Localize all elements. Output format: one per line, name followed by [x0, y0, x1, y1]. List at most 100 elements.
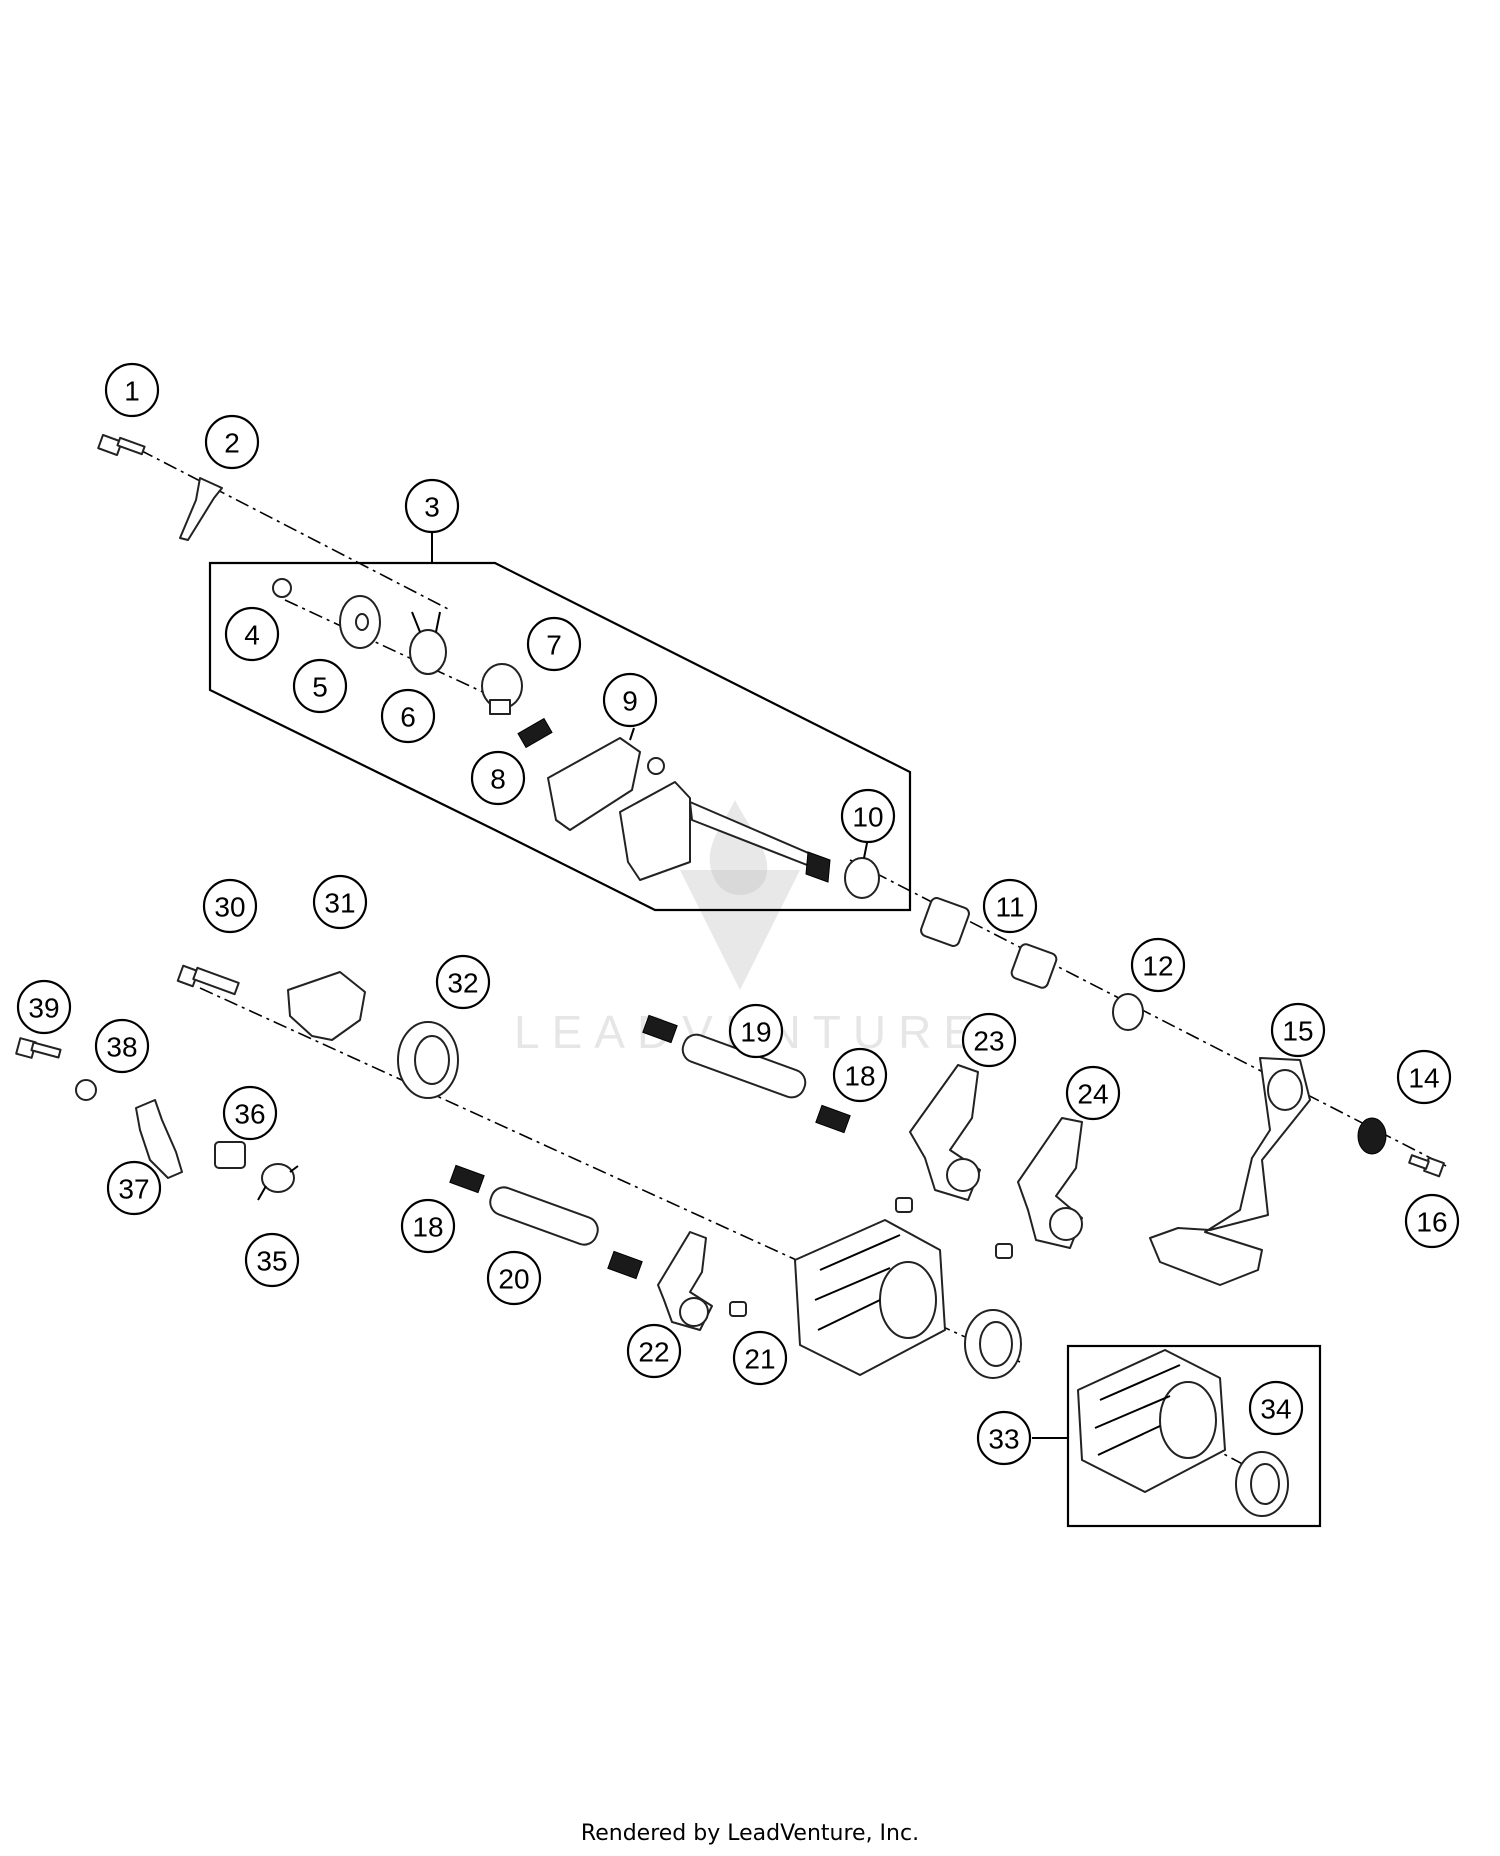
callout-15[interactable]: 15 [1270, 1002, 1326, 1058]
callout-number: 4 [244, 620, 260, 651]
callout-circle [404, 478, 460, 534]
callout-circle [961, 1012, 1017, 1068]
callout-number: 3 [424, 492, 440, 523]
spring-19a-part [642, 1014, 678, 1044]
callout-circle [732, 1330, 788, 1386]
callout-circle [1130, 937, 1186, 993]
callout-5[interactable]: 5 [292, 658, 348, 714]
callout-number: 24 [1077, 1079, 1108, 1110]
callout-8[interactable]: 8 [470, 750, 526, 806]
callout-24[interactable]: 24 [1065, 1065, 1121, 1121]
shift-fork-23-part [909, 1064, 981, 1201]
callout-circle [1404, 1193, 1460, 1249]
callout-number: 14 [1408, 1063, 1439, 1094]
callout-circle [486, 1250, 542, 1306]
callout-circle [1270, 1002, 1326, 1058]
callout-circle [1065, 1065, 1121, 1121]
callout-number: 16 [1416, 1207, 1447, 1238]
washer-38-part [75, 1079, 97, 1101]
callout-circle [224, 606, 280, 662]
callout-circle [728, 1003, 784, 1059]
washer-15-part [1357, 1117, 1387, 1155]
callout-18[interactable]: 18 [832, 1047, 888, 1103]
callout-23[interactable]: 23 [961, 1012, 1017, 1068]
callout-number: 39 [28, 993, 59, 1024]
callout-number: 15 [1282, 1016, 1313, 1047]
callout-37[interactable]: 37 [106, 1160, 162, 1216]
callout-circle [982, 878, 1038, 934]
circlip-4-part [272, 578, 292, 598]
shift-plate-16-part [547, 737, 641, 831]
assembly-box-3 [208, 561, 912, 912]
callout-31[interactable]: 31 [312, 874, 368, 930]
callout-number: 30 [214, 892, 245, 923]
washer-9-part [844, 857, 880, 899]
callout-38[interactable]: 38 [94, 1018, 150, 1074]
callout-36[interactable]: 36 [222, 1085, 278, 1141]
pin-24-part [995, 1243, 1013, 1259]
callout-30[interactable]: 30 [202, 878, 258, 934]
callout-34[interactable]: 34 [1248, 1380, 1304, 1436]
callout-32[interactable]: 32 [435, 954, 491, 1010]
seal-drum-part [964, 1309, 1022, 1379]
callout-number: 32 [447, 968, 478, 999]
callout-circle [204, 414, 260, 470]
callout-35[interactable]: 35 [244, 1232, 300, 1288]
pin-21-part [729, 1301, 747, 1317]
seal-34-part [1235, 1451, 1289, 1517]
callout-number: 2 [224, 428, 240, 459]
callout-2[interactable]: 2 [204, 414, 260, 470]
shift-lever-12-part [1149, 1057, 1311, 1286]
callout-10[interactable]: 10 [840, 788, 896, 844]
lever-12-pivot [1267, 1069, 1303, 1111]
spring-6-part [409, 611, 447, 675]
shift-fork-22-part [657, 1231, 713, 1331]
callout-number: 22 [638, 1337, 669, 1368]
callout-number: 18 [844, 1061, 875, 1092]
callout-number: 38 [106, 1032, 137, 1063]
shift-shaft-assembly-part [619, 757, 831, 883]
callout-6[interactable]: 6 [380, 688, 436, 744]
callout-33[interactable]: 33 [976, 1410, 1032, 1466]
callout-22[interactable]: 22 [626, 1323, 682, 1379]
callout-21[interactable]: 21 [732, 1330, 788, 1386]
callout-number: 9 [622, 686, 638, 717]
spring-18a-part [815, 1104, 851, 1134]
callout-number: 35 [256, 1246, 287, 1277]
callout-circle [400, 1198, 456, 1254]
callout-number: 34 [1260, 1394, 1291, 1425]
callout-39[interactable]: 39 [16, 979, 72, 1035]
callout-circle [602, 672, 658, 728]
screw-39-part [15, 1037, 62, 1059]
callout-11[interactable]: 11 [982, 878, 1038, 934]
callout-20[interactable]: 20 [486, 1250, 542, 1306]
callout-circle [1248, 1380, 1304, 1436]
callout-4[interactable]: 4 [224, 606, 280, 662]
axis-gear-shaft [284, 599, 501, 701]
callout-number: 18 [412, 1212, 443, 1243]
callout-12[interactable]: 12 [1130, 937, 1186, 993]
callout-18[interactable]: 18 [400, 1198, 456, 1254]
shift-drum-33-part [1077, 1349, 1226, 1493]
spring-20b-part [607, 1250, 643, 1280]
callout-number: 11 [995, 892, 1024, 923]
callout-number: 33 [988, 1424, 1019, 1455]
callout-14[interactable]: 14 [1396, 1049, 1452, 1105]
seal-32-part [397, 1021, 459, 1099]
locking-lever-37-part [135, 1099, 183, 1179]
footer-credit: Rendered by LeadVenture, Inc. [581, 1821, 919, 1846]
callout-circle [832, 1047, 888, 1103]
callout-7[interactable]: 7 [526, 616, 582, 672]
leader-16 [629, 727, 635, 741]
callout-16[interactable]: 16 [1404, 1193, 1460, 1249]
callout-3[interactable]: 3 [404, 478, 460, 534]
callout-circle [380, 688, 436, 744]
callout-19[interactable]: 19 [728, 1003, 784, 1059]
screw-14-part [1408, 1154, 1445, 1178]
spring-8-part [517, 717, 553, 749]
callout-1[interactable]: 1 [104, 362, 160, 418]
callout-number: 7 [546, 630, 562, 661]
spring-35-part [257, 1163, 299, 1201]
callout-9[interactable]: 9 [602, 672, 658, 728]
